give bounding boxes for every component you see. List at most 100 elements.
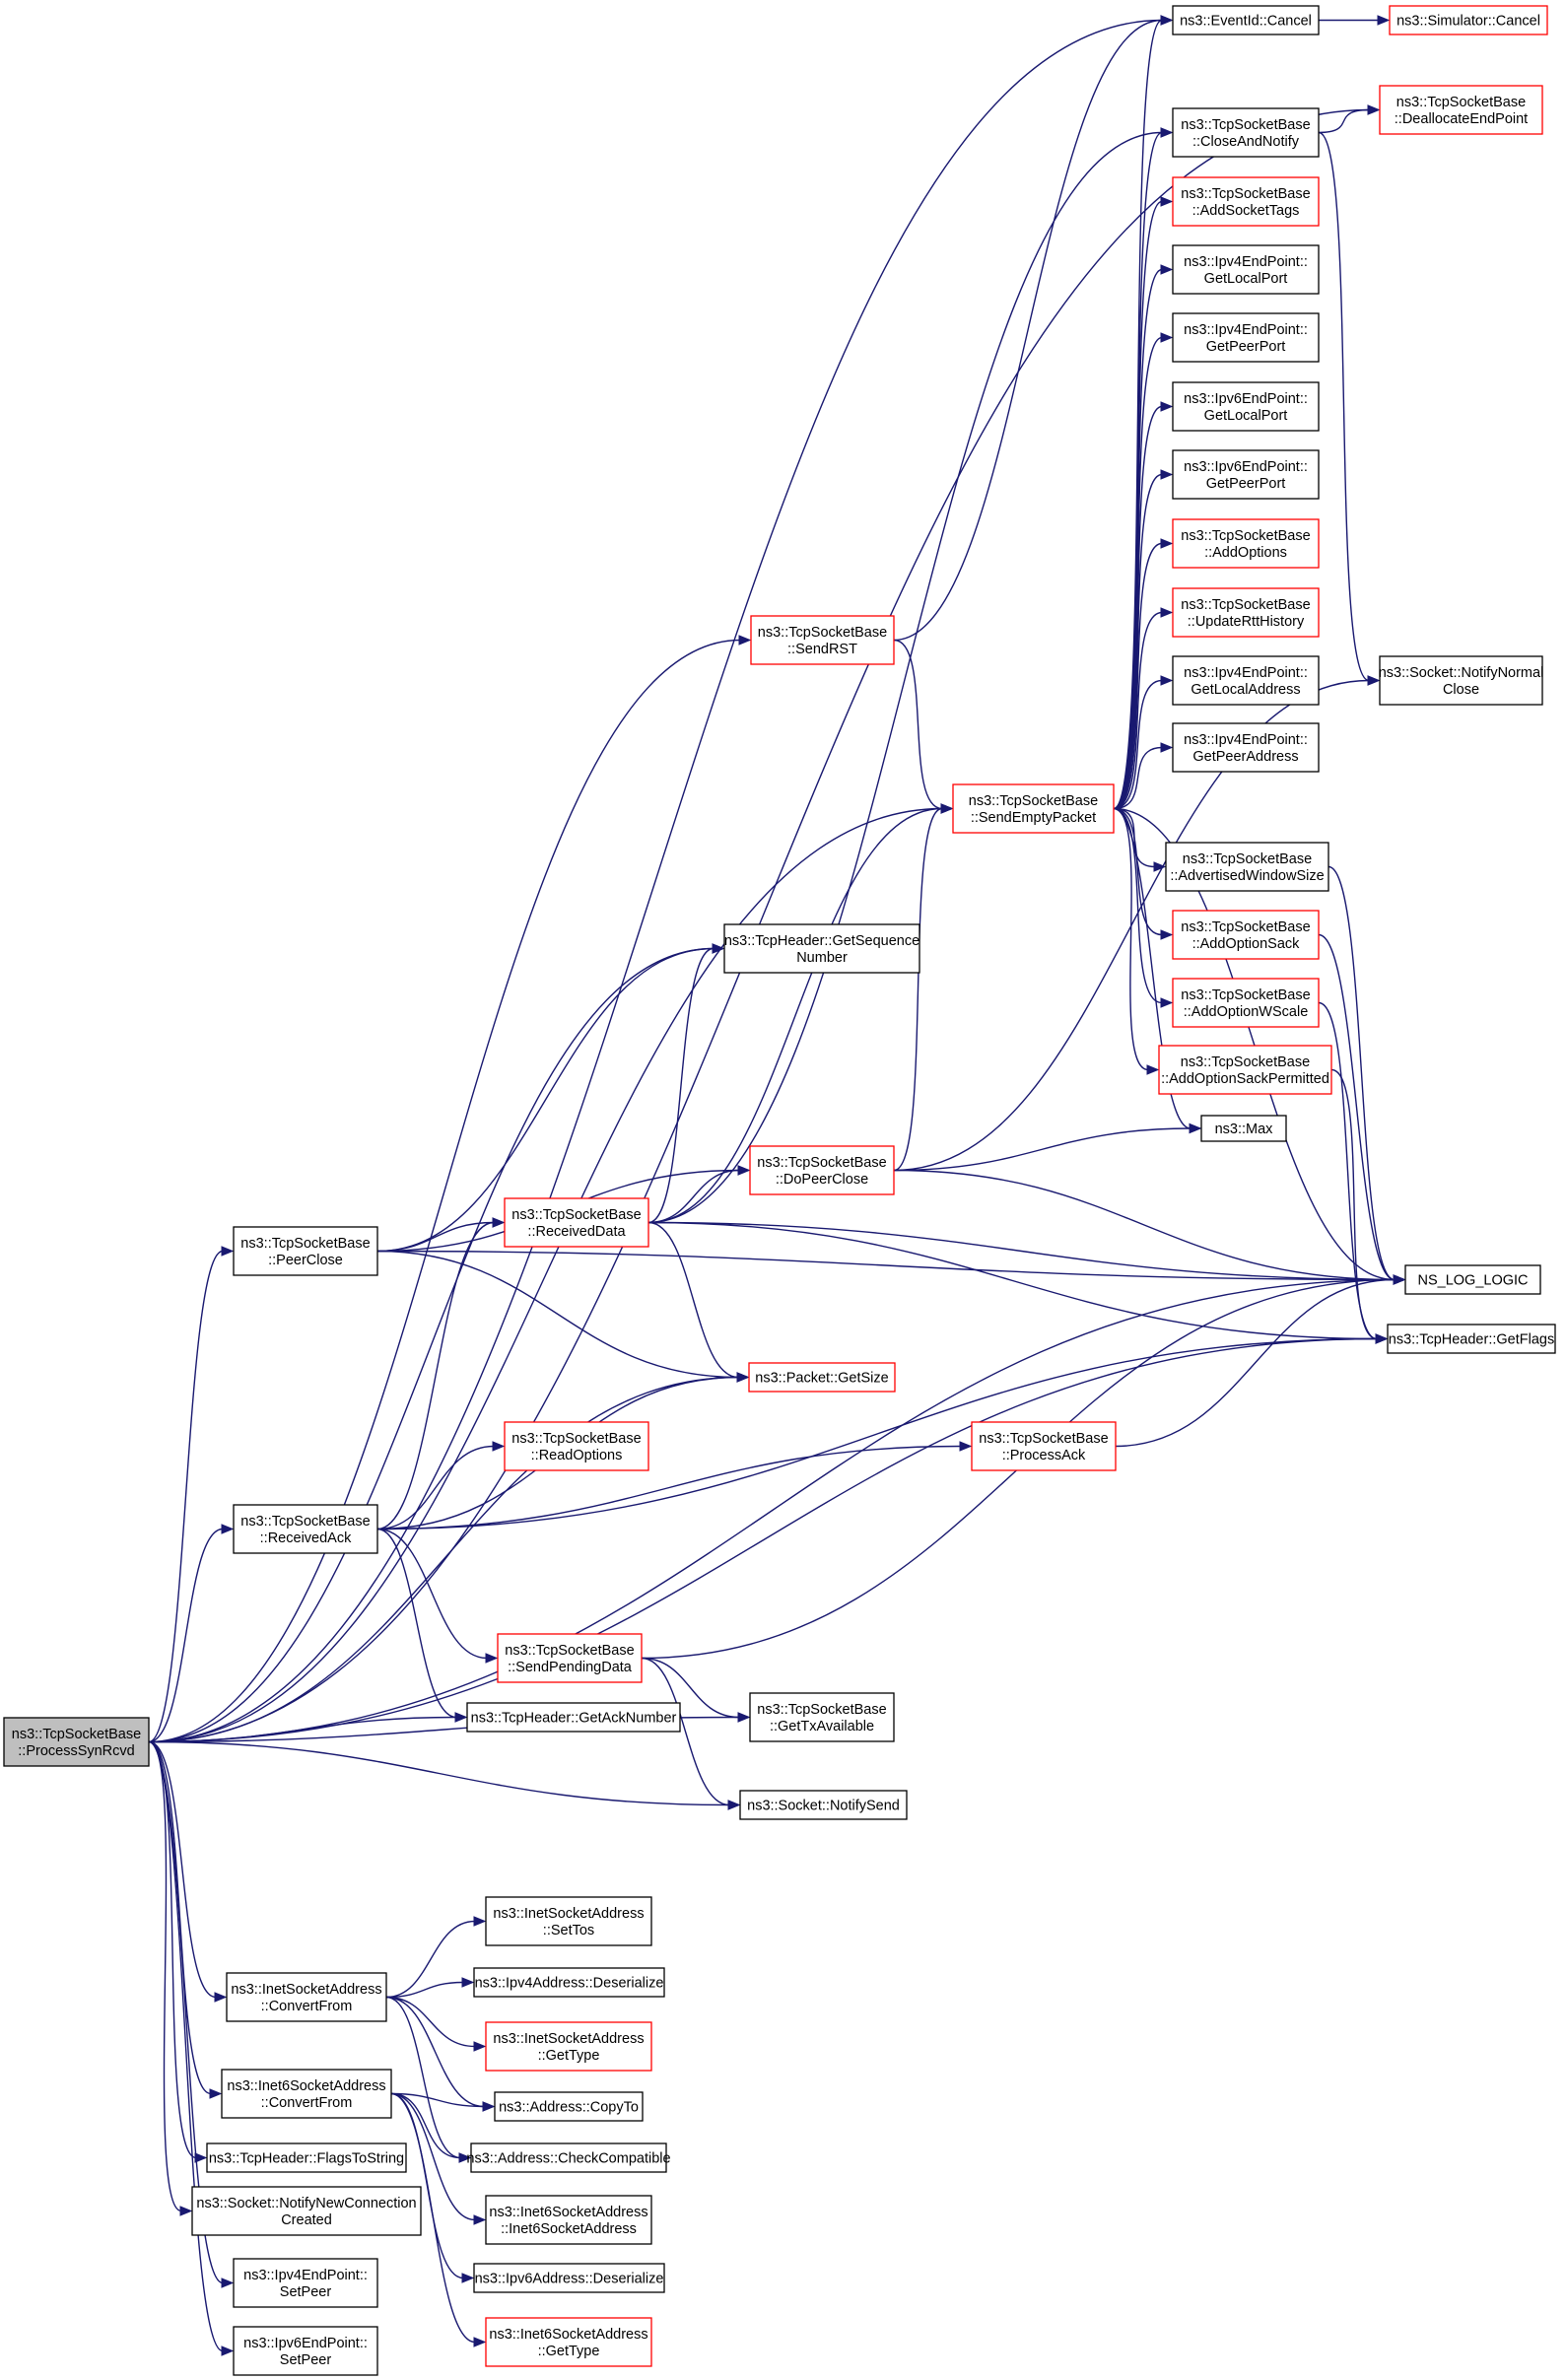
edge-send-empty-packet-to-add-option-sack-permitted	[1113, 807, 1160, 1075]
node-flags-to-string[interactable]: ns3::TcpHeader::FlagsToString	[206, 2142, 407, 2173]
edge-process-syn-rcvd-to-flags-to-string	[148, 1740, 208, 2163]
node-ipv4ep-get-local-address[interactable]: ns3::Ipv4EndPoint::GetLocalAddress	[1172, 655, 1320, 706]
node-label-line: ns3::TcpSocketBase	[240, 1236, 370, 1252]
node-get-tx-available[interactable]: ns3::TcpSocketBase::GetTxAvailable	[749, 1692, 895, 1742]
node-box	[723, 923, 920, 974]
node-label-line: ::ReadOptions	[531, 1448, 623, 1463]
node-add-option-sack[interactable]: ns3::TcpSocketBase::AddOptionSack	[1172, 910, 1320, 960]
node-update-rtt-history[interactable]: ns3::TcpSocketBase::UpdateRttHistory	[1172, 587, 1320, 638]
node-add-socket-tags[interactable]: ns3::TcpSocketBase::AddSocketTags	[1172, 176, 1320, 227]
node-ipv4ep-set-peer[interactable]: ns3::Ipv4EndPoint::SetPeer	[233, 2258, 378, 2308]
node-box	[466, 1702, 681, 1733]
node-box	[3, 1717, 150, 1767]
node-label-line: ::ReceivedData	[527, 1224, 626, 1240]
node-label-line: GetPeerPort	[1206, 339, 1286, 355]
node-label-line: GetLocalPort	[1204, 271, 1288, 287]
node-ipv4ep-get-peer-address[interactable]: ns3::Ipv4EndPoint::GetPeerAddress	[1172, 722, 1320, 773]
node-label-line: ::SendEmptyPacket	[971, 810, 1096, 826]
node-label-line: ns3::Socket::NotifySend	[747, 1799, 900, 1814]
edge-inet-convert-from-to-ipv4address-deserialize	[385, 1977, 475, 1999]
node-box	[952, 783, 1115, 834]
node-read-options[interactable]: ns3::TcpSocketBase::ReadOptions	[504, 1421, 649, 1471]
node-inet6-convert-from[interactable]: ns3::Inet6SocketAddress::ConvertFrom	[221, 2069, 392, 2119]
node-process-ack[interactable]: ns3::TcpSocketBase::ProcessAck	[971, 1421, 1117, 1471]
node-send-pending-data[interactable]: ns3::TcpSocketBase::SendPendingData	[497, 1633, 643, 1683]
node-box	[1389, 5, 1548, 35]
node-box	[206, 2142, 407, 2173]
node-box	[191, 2186, 422, 2236]
node-ipv4ep-get-peer-port[interactable]: ns3::Ipv4EndPoint::GetPeerPort	[1172, 312, 1320, 363]
node-send-rst[interactable]: ns3::TcpSocketBase::SendRST	[750, 615, 895, 665]
node-process-syn-rcvd[interactable]: ns3::TcpSocketBase::ProcessSynRcvd	[3, 1717, 150, 1767]
node-ipv6ep-get-local-port[interactable]: ns3::Ipv6EndPoint::GetLocalPort	[1172, 381, 1320, 432]
node-label-line: ns3::Ipv4Address::Deserialize	[475, 1976, 664, 1992]
node-box	[749, 1692, 895, 1742]
edge-process-syn-rcvd-to-ipv4ep-set-peer	[148, 1740, 235, 2288]
edge-received-data-to-send-empty-packet	[647, 803, 954, 1224]
node-label-line: ns3::Socket::NotifyNormal	[1379, 665, 1544, 681]
node-label-line: ns3::TcpSocketBase	[757, 1702, 886, 1718]
node-inet-convert-from[interactable]: ns3::InetSocketAddress::ConvertFrom	[226, 1972, 387, 2022]
node-inet-get-type[interactable]: ns3::InetSocketAddress::GetType	[485, 2021, 652, 2072]
node-do-peer-close[interactable]: ns3::TcpSocketBase::DoPeerClose	[749, 1145, 895, 1195]
node-box	[233, 2326, 378, 2376]
node-label-line: ns3::TcpSocketBase	[505, 1643, 634, 1659]
node-address-check-compatible[interactable]: ns3::Address::CheckCompatible	[466, 2142, 671, 2173]
node-label-line: ns3::Ipv6EndPoint::	[243, 2336, 368, 2351]
node-ipv6address-deserialize[interactable]: ns3::Ipv6Address::Deserialize	[473, 2263, 665, 2293]
edge-inet-convert-from-to-address-check-compatible	[385, 1996, 472, 2163]
node-packet-get-size[interactable]: ns3::Packet::GetSize	[748, 1362, 896, 1393]
node-peer-close[interactable]: ns3::TcpSocketBase::PeerClose	[233, 1226, 378, 1276]
node-label-line: ::ReceivedAck	[260, 1530, 352, 1546]
node-box	[1172, 655, 1320, 706]
node-simulator-cancel[interactable]: ns3::Simulator::Cancel	[1389, 5, 1548, 35]
edge-send-pending-data-to-notify-send	[641, 1657, 741, 1810]
node-eventid-cancel[interactable]: ns3::EventId::Cancel	[1172, 5, 1320, 35]
edge-send-empty-packet-to-add-options	[1113, 538, 1174, 810]
node-ipv6ep-get-peer-port[interactable]: ns3::Ipv6EndPoint::GetPeerPort	[1172, 449, 1320, 500]
node-inet6-ctor[interactable]: ns3::Inet6SocketAddress::Inet6SocketAddr…	[485, 2195, 652, 2245]
node-add-options[interactable]: ns3::TcpSocketBase::AddOptions	[1172, 518, 1320, 569]
node-label-line: ns3::TcpSocketBase	[12, 1727, 141, 1742]
node-label-line: ::ProcessSynRcvd	[18, 1743, 134, 1759]
node-ns-log-logic[interactable]: NS_LOG_LOGIC	[1404, 1264, 1541, 1295]
node-box	[1172, 312, 1320, 363]
node-box	[233, 2258, 378, 2308]
node-deallocate-endpoint[interactable]: ns3::TcpSocketBase::DeallocateEndPoint	[1379, 85, 1543, 135]
node-send-empty-packet[interactable]: ns3::TcpSocketBase::SendEmptyPacket	[952, 783, 1115, 834]
node-label-line: ::GetType	[538, 2344, 600, 2359]
node-ipv6ep-set-peer[interactable]: ns3::Ipv6EndPoint::SetPeer	[233, 2326, 378, 2376]
node-label-line: ns3::TcpSocketBase	[1181, 987, 1310, 1003]
node-address-copy-to[interactable]: ns3::Address::CopyTo	[494, 2091, 644, 2122]
edge-process-syn-rcvd-to-inet6-convert-from	[148, 1740, 223, 2099]
node-ipv4address-deserialize[interactable]: ns3::Ipv4Address::Deserialize	[473, 1967, 665, 1998]
node-label-line: ns3::Ipv4EndPoint::	[1184, 732, 1308, 748]
edge-do-peer-close-to-send-empty-packet	[893, 803, 954, 1172]
edge-received-data-to-get-flags	[647, 1221, 1389, 1344]
node-received-data[interactable]: ns3::TcpSocketBase::ReceivedData	[504, 1197, 649, 1248]
node-label-line: ns3::TcpSocketBase	[1181, 528, 1310, 544]
node-get-flags[interactable]: ns3::TcpHeader::GetFlags	[1387, 1324, 1556, 1354]
node-max[interactable]: ns3::Max	[1200, 1115, 1287, 1142]
node-inet-set-tos[interactable]: ns3::InetSocketAddress::SetTos	[485, 1896, 652, 1946]
node-label-line: ns3::Inet6SocketAddress	[227, 2078, 385, 2094]
node-box	[1172, 587, 1320, 638]
node-add-option-wscale[interactable]: ns3::TcpSocketBase::AddOptionWScale	[1172, 978, 1320, 1028]
node-inet6-get-type[interactable]: ns3::Inet6SocketAddress::GetType	[485, 2317, 652, 2367]
node-box	[1172, 978, 1320, 1028]
node-received-ack[interactable]: ns3::TcpSocketBase::ReceivedAck	[233, 1504, 378, 1554]
node-box	[497, 1633, 643, 1683]
node-close-and-notify[interactable]: ns3::TcpSocketBase::CloseAndNotify	[1172, 107, 1320, 158]
node-get-ack-number[interactable]: ns3::TcpHeader::GetAckNumber	[466, 1702, 681, 1733]
node-notify-send[interactable]: ns3::Socket::NotifySend	[739, 1790, 908, 1820]
node-ipv4ep-get-local-port[interactable]: ns3::Ipv4EndPoint::GetLocalPort	[1172, 244, 1320, 295]
node-label-line: ns3::TcpSocketBase	[1181, 117, 1310, 133]
node-label-line: ns3::TcpHeader::FlagsToString	[209, 2151, 404, 2167]
edge-received-ack-to-get-ack-number	[376, 1528, 468, 1723]
node-advertised-window-size[interactable]: ns3::TcpSocketBase::AdvertisedWindowSize	[1165, 842, 1329, 892]
edge-send-empty-packet-to-update-rtt-history	[1113, 607, 1174, 810]
node-add-option-sack-permitted[interactable]: ns3::TcpSocketBase::AddOptionSackPermitt…	[1158, 1045, 1332, 1095]
